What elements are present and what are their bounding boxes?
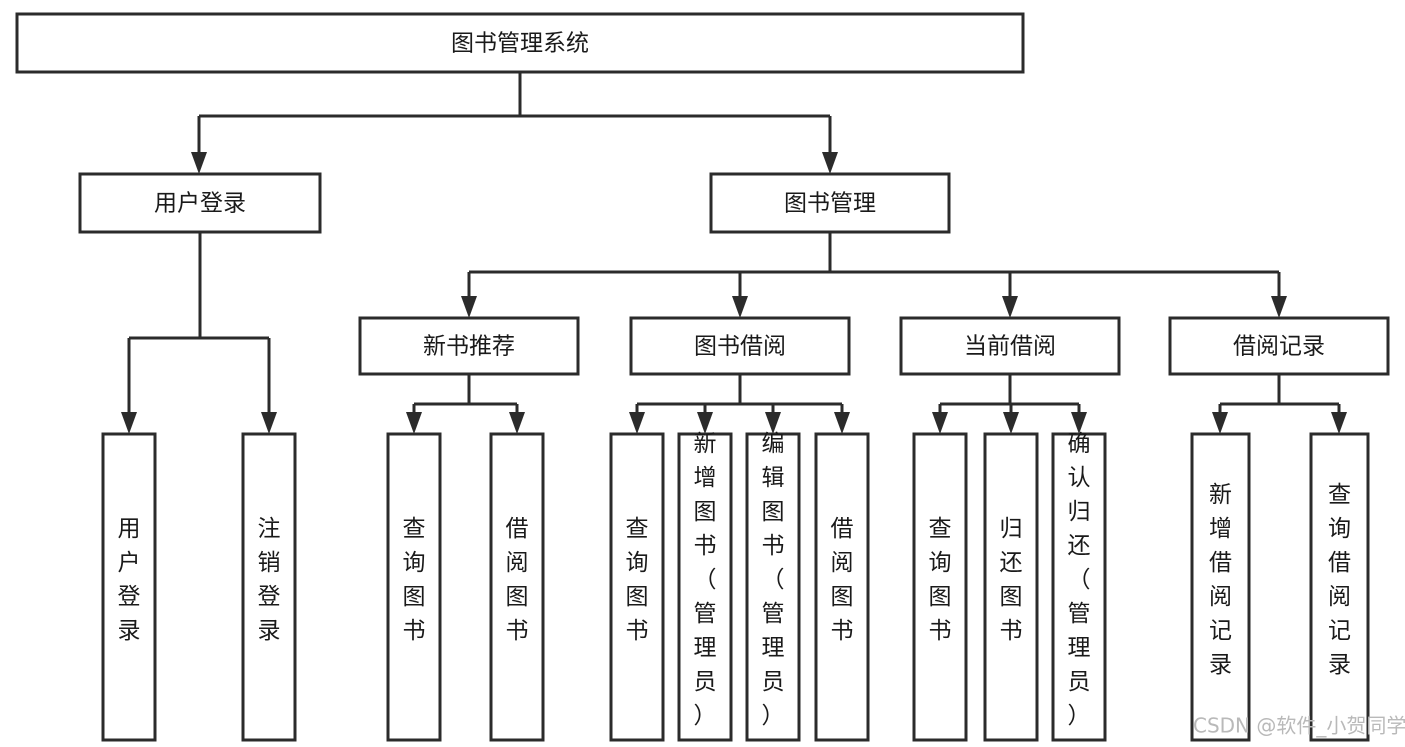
arrow-leaf-11-icon bbox=[1071, 412, 1087, 434]
node-box-leaf-query-book-2[interactable] bbox=[609, 432, 665, 742]
node-box-leaf-return-book[interactable] bbox=[983, 432, 1039, 742]
node-box-leaf-add-record[interactable] bbox=[1190, 432, 1251, 742]
node-leaf-edit-book[interactable]: 编辑图书（管理员） bbox=[745, 431, 801, 742]
node-box-user-login[interactable] bbox=[78, 172, 322, 234]
arrowhead-layer bbox=[121, 152, 1347, 434]
node-label-borrow-record: 借阅记录 bbox=[1233, 334, 1325, 360]
arrow-leaf-13-icon bbox=[1331, 412, 1347, 434]
node-leaf-query-book-3[interactable]: 查询图书 bbox=[912, 432, 968, 742]
node-box-leaf-confirm-return[interactable] bbox=[1051, 432, 1107, 742]
node-box-new-book-rec[interactable] bbox=[358, 316, 580, 376]
node-box-current-borrow[interactable] bbox=[899, 316, 1121, 376]
node-label-leaf-query-record: 查询借阅记录 bbox=[1328, 482, 1351, 678]
node-label-leaf-confirm-return: 确认归还（管理员） bbox=[1068, 431, 1091, 729]
node-user-login[interactable]: 用户登录 bbox=[78, 172, 322, 234]
node-box-leaf-borrow-book-2[interactable] bbox=[814, 432, 870, 742]
node-new-book-rec[interactable]: 新书推荐 bbox=[358, 316, 580, 376]
node-label-leaf-add-book: 新增图书（管理员） bbox=[694, 431, 717, 729]
node-box-leaf-query-book-1[interactable] bbox=[386, 432, 442, 742]
arrow-to-book-borrow-icon bbox=[732, 296, 748, 318]
arrow-to-borrow-record-icon bbox=[1271, 296, 1287, 318]
node-leaf-user-login[interactable]: 用户登录 bbox=[101, 432, 157, 742]
node-label-leaf-query-book-1: 查询图书 bbox=[403, 516, 426, 644]
node-label-user-login: 用户登录 bbox=[154, 191, 246, 217]
arrow-leaf-3-icon bbox=[406, 412, 422, 434]
arrow-leaf-1-icon bbox=[121, 412, 137, 434]
node-box-leaf-query-record[interactable] bbox=[1309, 432, 1370, 742]
arrow-leaf-9-icon bbox=[932, 412, 948, 434]
node-book-manage[interactable]: 图书管理 bbox=[709, 172, 951, 234]
node-box-layer: 图书管理系统用户登录图书管理新书推荐图书借阅当前借阅借阅记录用户登录注销登录查询… bbox=[15, 12, 1390, 742]
node-box-leaf-user-login[interactable] bbox=[101, 432, 157, 742]
node-borrow-record[interactable]: 借阅记录 bbox=[1168, 316, 1390, 376]
node-label-current-borrow: 当前借阅 bbox=[964, 334, 1056, 360]
node-box-leaf-query-book-3[interactable] bbox=[912, 432, 968, 742]
node-label-book-manage: 图书管理 bbox=[784, 191, 876, 217]
arrow-to-current-borrow-icon bbox=[1002, 296, 1018, 318]
arrow-to-book-manage-icon bbox=[822, 152, 838, 174]
node-label-leaf-user-login: 用户登录 bbox=[118, 516, 141, 644]
arrow-leaf-2-icon bbox=[261, 412, 277, 434]
arrow-leaf-6-icon bbox=[697, 412, 713, 434]
node-label-leaf-query-book-2: 查询图书 bbox=[626, 516, 649, 644]
watermark-layer: CSDN @软件_小贺同学 bbox=[1193, 714, 1405, 738]
arrow-leaf-8-icon bbox=[834, 412, 850, 434]
arrow-leaf-12-icon bbox=[1212, 412, 1228, 434]
node-box-leaf-add-book[interactable] bbox=[677, 432, 733, 742]
node-box-book-manage[interactable] bbox=[709, 172, 951, 234]
node-label-root: 图书管理系统 bbox=[451, 31, 589, 57]
arrow-leaf-7-icon bbox=[765, 412, 781, 434]
node-label-book-borrow: 图书借阅 bbox=[694, 334, 786, 360]
node-book-borrow[interactable]: 图书借阅 bbox=[629, 316, 851, 376]
arrow-leaf-10-icon bbox=[1003, 412, 1019, 434]
csdn-watermark: CSDN @软件_小贺同学 bbox=[1193, 714, 1405, 738]
node-label-leaf-user-logout: 注销登录 bbox=[258, 516, 281, 644]
node-leaf-query-record[interactable]: 查询借阅记录 bbox=[1309, 432, 1370, 742]
node-current-borrow[interactable]: 当前借阅 bbox=[899, 316, 1121, 376]
node-label-leaf-borrow-book-1: 借阅图书 bbox=[506, 516, 529, 644]
node-leaf-add-book[interactable]: 新增图书（管理员） bbox=[677, 431, 733, 742]
node-leaf-user-logout[interactable]: 注销登录 bbox=[241, 432, 297, 742]
connector-layer bbox=[127, 72, 1341, 412]
node-label-leaf-add-record: 新增借阅记录 bbox=[1209, 482, 1232, 678]
node-label-leaf-borrow-book-2: 借阅图书 bbox=[831, 516, 854, 644]
node-label-leaf-edit-book: 编辑图书（管理员） bbox=[762, 431, 785, 729]
node-label-new-book-rec: 新书推荐 bbox=[423, 334, 515, 360]
node-leaf-confirm-return[interactable]: 确认归还（管理员） bbox=[1051, 431, 1107, 742]
arrow-leaf-4-icon bbox=[509, 412, 525, 434]
node-box-book-borrow[interactable] bbox=[629, 316, 851, 376]
node-leaf-borrow-book-1[interactable]: 借阅图书 bbox=[489, 432, 545, 742]
node-leaf-add-record[interactable]: 新增借阅记录 bbox=[1190, 432, 1251, 742]
arrow-to-new-book-rec-icon bbox=[461, 296, 477, 318]
node-label-leaf-return-book: 归还图书 bbox=[1000, 516, 1023, 644]
node-label-leaf-query-book-3: 查询图书 bbox=[929, 516, 952, 644]
node-box-borrow-record[interactable] bbox=[1168, 316, 1390, 376]
node-leaf-borrow-book-2[interactable]: 借阅图书 bbox=[814, 432, 870, 742]
node-root[interactable]: 图书管理系统 bbox=[15, 12, 1025, 74]
node-leaf-return-book[interactable]: 归还图书 bbox=[983, 432, 1039, 742]
node-box-leaf-borrow-book-1[interactable] bbox=[489, 432, 545, 742]
node-box-leaf-user-logout[interactable] bbox=[241, 432, 297, 742]
node-leaf-query-book-2[interactable]: 查询图书 bbox=[609, 432, 665, 742]
arrow-leaf-5-icon bbox=[629, 412, 645, 434]
arrow-to-user-login-icon bbox=[191, 152, 207, 174]
node-leaf-query-book-1[interactable]: 查询图书 bbox=[386, 432, 442, 742]
node-box-root[interactable] bbox=[15, 12, 1025, 74]
node-box-leaf-edit-book[interactable] bbox=[745, 432, 801, 742]
